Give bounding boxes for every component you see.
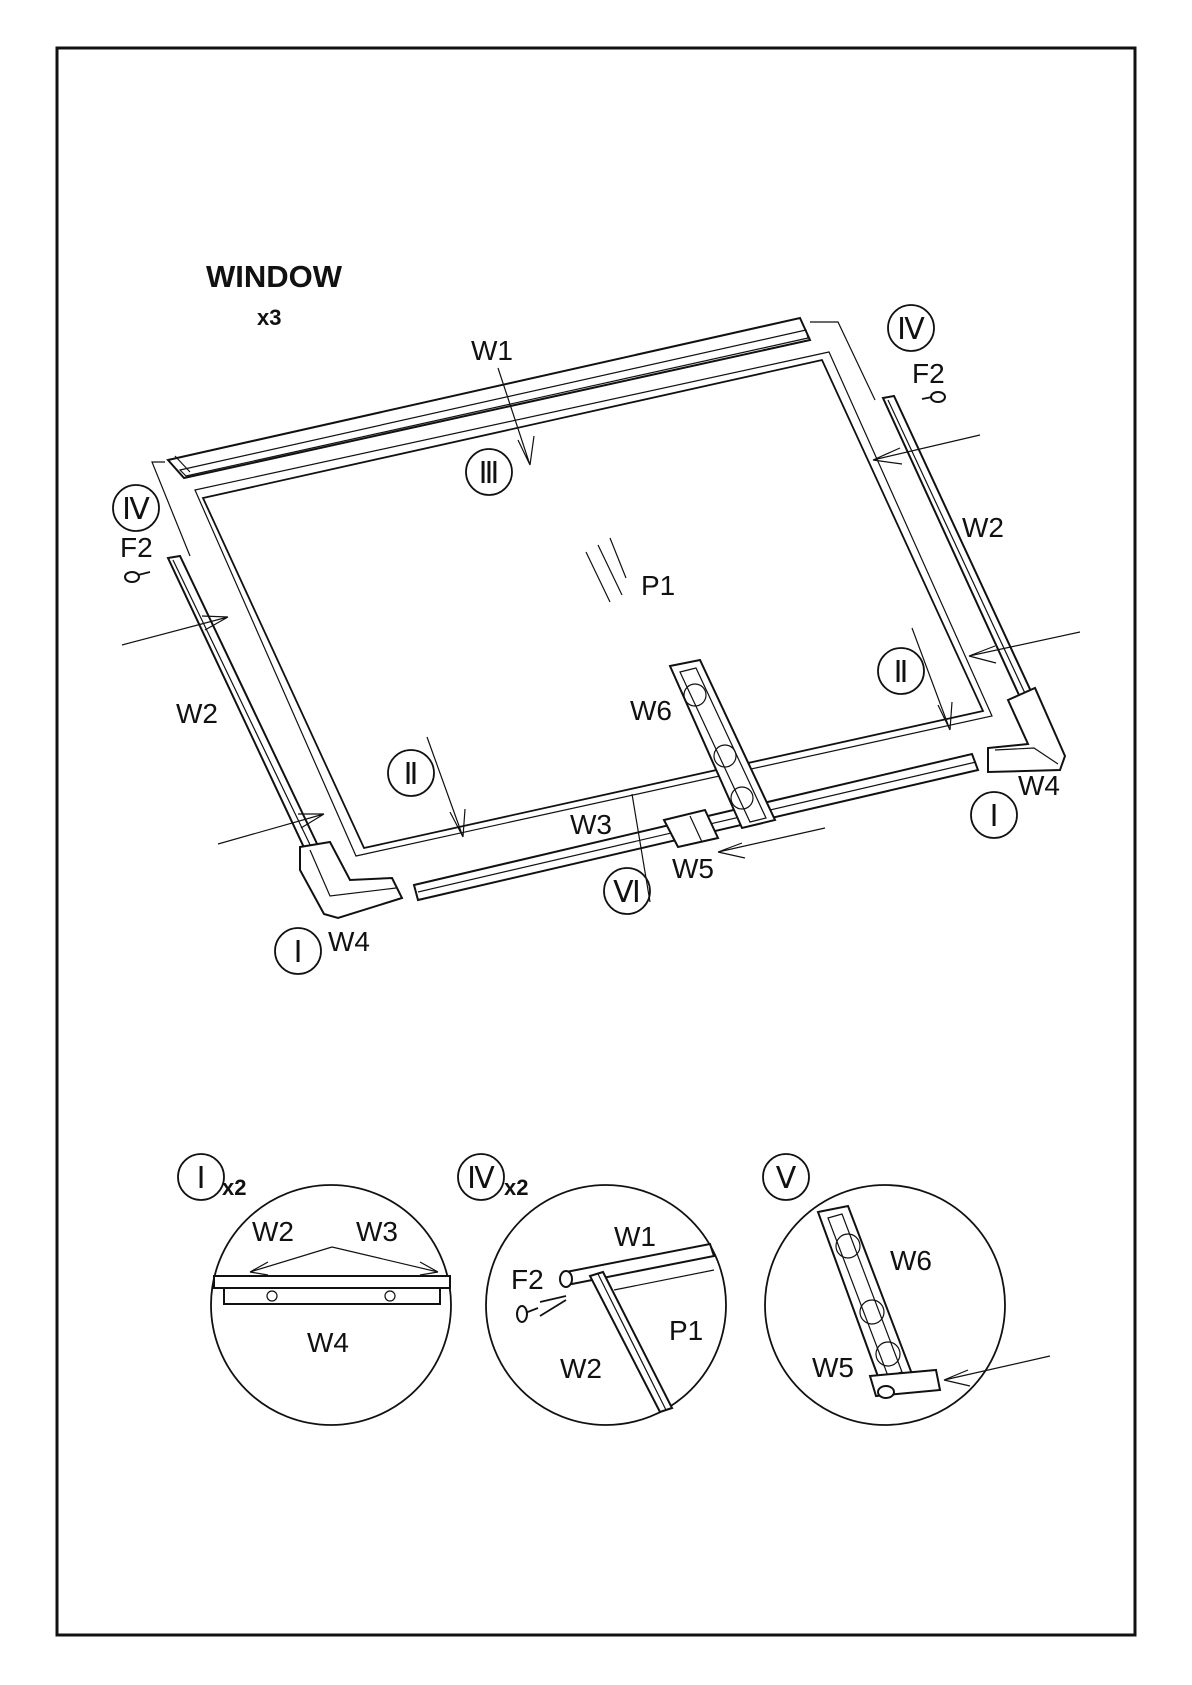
rail-w2-left: W2 [122,556,324,856]
label-w2-left: W2 [176,698,218,729]
label-w1: W1 [471,335,513,366]
main-assembly: P1 W1 W2 W2 [113,305,1080,974]
corner-w4-left: W4 [300,842,402,957]
svg-text:Ⅰ: Ⅰ [294,936,303,969]
screw-f2-left: F2 [120,532,153,582]
screw-f2-right: F2 [912,358,945,402]
corner-w4-right: W4 [988,688,1065,801]
label-w5: W5 [672,853,714,884]
callout-IV-right: Ⅳ [888,305,934,351]
label-p1: P1 [641,570,675,601]
detail-IV-label-f2: F2 [511,1264,544,1295]
svg-text:Ⅱ: Ⅱ [894,656,909,689]
callout-II-right: Ⅱ [878,648,924,694]
label-f2-right: F2 [912,358,945,389]
detail-I-multiplier: x2 [222,1175,246,1200]
detail-I-label-w4: W4 [307,1327,349,1358]
callout-III: Ⅲ [466,449,512,495]
label-w6: W6 [630,695,672,726]
handle-w6: W6 [630,660,775,828]
detail-IV: Ⅳ x2 W1 F2 P1 W2 [458,1154,726,1425]
detail-IV-label-w1: W1 [614,1221,656,1252]
label-w4-left: W4 [328,926,370,957]
svg-text:Ⅴ: Ⅴ [776,1162,797,1195]
svg-text:Ⅳ: Ⅳ [897,313,925,346]
detail-IV-label-w2: W2 [560,1353,602,1384]
svg-text:Ⅰ: Ⅰ [990,800,999,833]
detail-IV-label-p1: P1 [669,1315,703,1346]
svg-text:Ⅱ: Ⅱ [404,758,419,791]
callout-I-right: Ⅰ [971,792,1017,838]
callout-II-left: Ⅱ [388,750,434,796]
svg-text:Ⅳ: Ⅳ [467,1162,495,1195]
detail-V-label-w5: W5 [812,1352,854,1383]
detail-V-label-w6: W6 [890,1245,932,1276]
svg-text:Ⅰ: Ⅰ [197,1162,206,1195]
label-w3: W3 [570,809,612,840]
page-title: WINDOW [206,259,343,294]
detail-IV-multiplier: x2 [504,1175,528,1200]
label-w4-right: W4 [1018,770,1060,801]
svg-text:Ⅵ: Ⅵ [613,876,641,909]
detail-I-label-w3: W3 [356,1216,398,1247]
callout-I-left: Ⅰ [275,928,321,974]
detail-I: Ⅰ x2 W2 W3 W4 [178,1154,451,1425]
rail-w1: W1 [152,318,875,556]
quantity-label: x3 [257,305,281,330]
detail-V: Ⅴ W6 W5 [763,1154,1050,1425]
callout-IV-left: Ⅳ [113,485,159,531]
label-w2-right: W2 [962,512,1004,543]
svg-text:Ⅳ: Ⅳ [122,493,150,526]
label-f2-left: F2 [120,532,153,563]
callout-VI: Ⅵ [604,868,650,914]
detail-I-label-w2: W2 [252,1216,294,1247]
svg-text:Ⅲ: Ⅲ [479,457,500,490]
